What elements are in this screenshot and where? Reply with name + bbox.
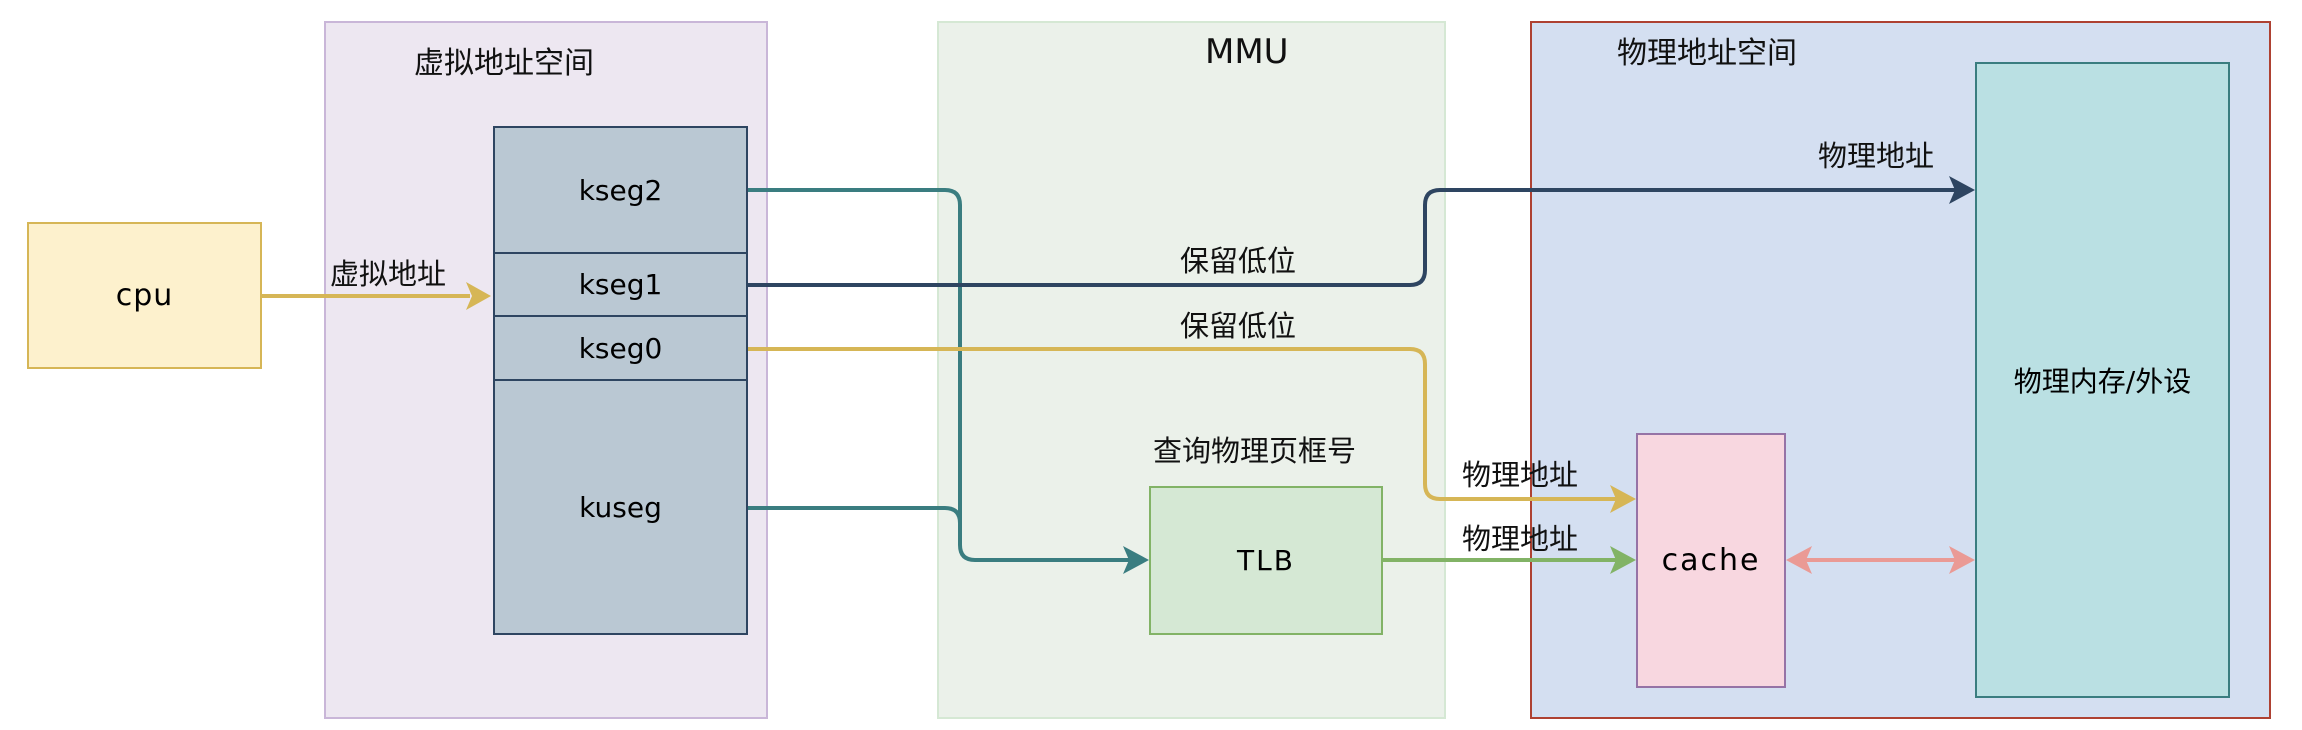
edge-label-tlb-lookup: 查询物理页框号 [1153,434,1357,468]
edge-kseg1-to-memory [748,188,1955,287]
arrowhead-icon [1786,546,1812,574]
mmu-title: MMU [1205,32,1289,72]
arrowhead-icon [1610,546,1636,574]
arrowhead-icon [1610,485,1636,513]
edge-kuseg-to-tlb [748,506,962,545]
segment-kseg0[interactable]: kseg0 [493,315,748,381]
edge-label-keep-low-kseg1: 保留低位 [1180,244,1297,278]
virtual-address-space-title: 虚拟地址空间 [414,46,594,81]
segment-label: kuseg [579,490,662,524]
arrowhead-icon [466,282,491,310]
edge-label-keep-low-kseg0: 保留低位 [1180,309,1297,343]
cache-node[interactable]: cache [1636,433,1786,688]
tlb-node[interactable]: TLB [1149,486,1383,635]
edge-label-phys-addr-tlb: 物理地址 [1462,522,1579,556]
edge-label-virtual-address: 虚拟地址 [330,257,447,291]
segment-label: kseg0 [578,331,663,365]
segment-label: kseg1 [578,268,663,301]
segment-kuseg[interactable]: kuseg [493,379,748,635]
physical-address-space-title: 物理地址空间 [1617,36,1797,71]
arrowhead-icon [1949,176,1975,204]
edge-kseg0-to-cache [748,347,1616,501]
physical-memory-label: 物理内存/外设 [2013,365,2192,398]
segment-kseg1[interactable]: kseg1 [493,252,748,317]
arrowhead-icon [1949,546,1975,574]
cpu-node[interactable]: cpu [27,222,262,369]
edge-kseg2-to-tlb [748,188,1130,562]
edge-label-phys-addr-kseg0: 物理地址 [1462,458,1579,492]
arrowhead-icon [1123,546,1149,574]
segment-kseg2[interactable]: kseg2 [493,126,748,254]
segment-label: kseg2 [578,173,663,207]
cpu-label: cpu [115,278,174,313]
edge-label-phys-addr-kseg1: 物理地址 [1818,139,1935,173]
cache-label: cache [1661,543,1761,578]
tlb-label: TLB [1237,544,1295,577]
physical-memory-node[interactable]: 物理内存/外设 [1975,62,2230,698]
